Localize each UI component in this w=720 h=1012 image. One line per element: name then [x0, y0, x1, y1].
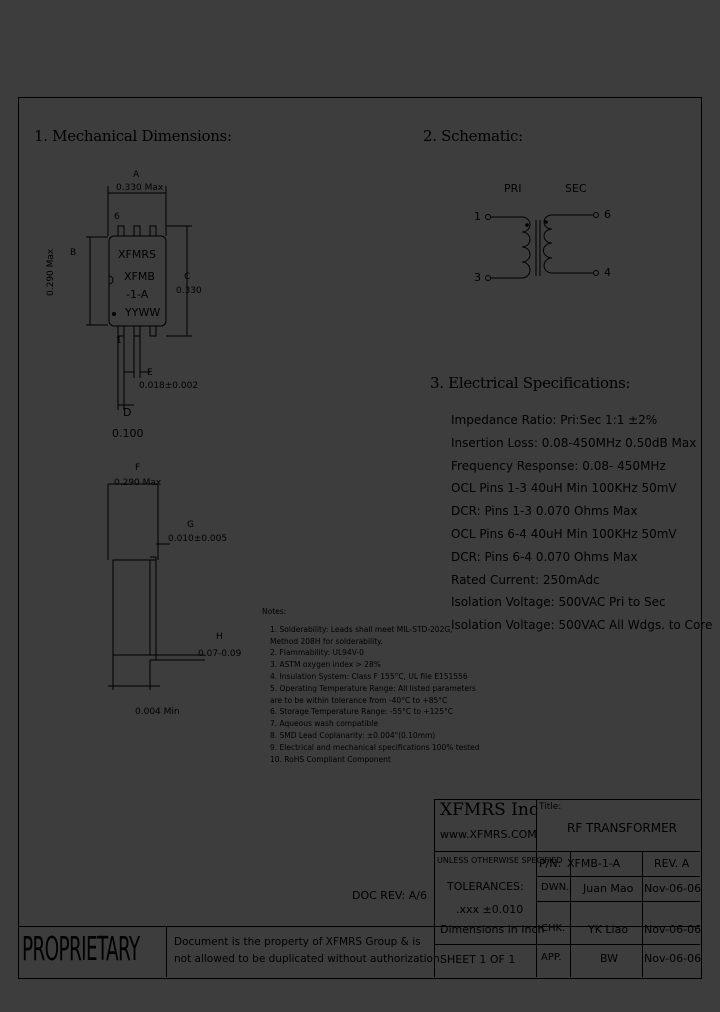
mechanical-heading: 1. Mechanical Dimensions:	[34, 127, 232, 145]
spec-line: OCL Pins 1-3 40uH Min 100KHz 50mV	[451, 481, 677, 496]
dim-e-label: E	[147, 368, 153, 378]
spec-line: DCR: Pins 1-3 0.070 Ohms Max	[451, 504, 638, 519]
electrical-spec-list: Impedance Ratio: Pri:Sec 1:1 ±2% Inserti…	[451, 409, 712, 637]
dim-a-value: 0.330 Max	[116, 183, 164, 193]
dim-b-label: B	[70, 248, 77, 258]
notes-title: Notes:	[262, 607, 287, 616]
spec-line: Isolation Voltage: 500VAC All Wdgs. to C…	[451, 618, 713, 633]
dim-f-label: F	[135, 463, 141, 473]
note-line: 7. Aqueous wash compatible	[270, 719, 378, 729]
dim-d-label: D	[123, 406, 132, 419]
spec-line: Rated Current: 250mAdc	[451, 572, 600, 587]
units-label: Dimensions in Inch	[440, 923, 545, 936]
dim-h-label: H	[216, 632, 223, 642]
tolerances-label: TOLERANCES:	[447, 880, 524, 893]
drawing-title: RF TRANSFORMER	[567, 821, 677, 835]
part-marking-1: XFMB	[124, 270, 155, 283]
spec-line: OCL Pins 6-4 40uH Min 100KHz 50mV	[451, 526, 677, 541]
drawn-date: Nov-06-06	[644, 882, 702, 895]
schematic-pin4: 4	[604, 266, 611, 279]
schematic-pin1: 1	[474, 210, 481, 223]
dwn-label: DWN.	[541, 882, 570, 893]
spec-line: DCR: Pins 6-4 0.070 Ohms Max	[451, 549, 638, 564]
drawing-sheet	[18, 97, 702, 979]
note-line: 6. Storage Temperature Range: -55°C to +…	[270, 707, 453, 717]
title-label: Title:	[539, 802, 562, 812]
revision: REV. A	[654, 857, 690, 870]
dim-a-label: A	[133, 170, 140, 180]
proprietary-statement-2: not allowed to be duplicated without aut…	[174, 953, 443, 965]
spec-line: Impedance Ratio: Pri:Sec 1:1 ±2%	[451, 413, 658, 427]
pn-label: P/N:	[539, 857, 562, 870]
electrical-heading: 3. Electrical Specifications:	[430, 374, 631, 392]
checked-by: YK Liao	[588, 923, 629, 936]
note-line: 3. ASTM oxygen index > 28%	[270, 660, 381, 670]
spec-line: Insertion Loss: 0.08-450MHz 0.50dB Max	[451, 435, 697, 450]
dim-h-value: 0.07-0.09	[198, 649, 242, 659]
spec-line: Isolation Voltage: 500VAC Pri to Sec	[451, 595, 666, 610]
approved-by: BW	[600, 952, 619, 965]
dim-g-label: G	[187, 520, 194, 530]
approved-date: Nov-06-06	[644, 952, 702, 965]
dim-min-value: 0.004 Min	[135, 707, 180, 717]
dim-c-value: 0.330	[176, 286, 202, 296]
dim-e-value: 0.018±0.002	[139, 381, 199, 391]
proprietary-label: PROPRIETARY	[22, 929, 140, 968]
company-website: www.XFMRS.COM	[440, 828, 537, 841]
note-line: 10. RoHS Compliant Component	[270, 754, 391, 764]
dim-c-label: C	[184, 272, 191, 282]
pin1-dot	[112, 312, 116, 316]
company-name: XFMRS Inc	[440, 800, 539, 820]
brand-marking: XFMRS	[118, 248, 156, 261]
dim-d-value: 0.100	[112, 427, 144, 440]
app-label: APP.	[541, 952, 562, 963]
note-line: 9. Electrical and mechanical specificati…	[270, 742, 480, 752]
drawn-by: Juan Mao	[583, 882, 634, 895]
pin1-label: 1	[116, 336, 122, 346]
tolerance-value: .xxx ±0.010	[456, 903, 524, 916]
chk-label: CHK.	[541, 923, 566, 934]
notes-block: Notes: 1. Solderability: Leads shall mee…	[262, 606, 480, 765]
spec-line: Frequency Response: 0.08- 450MHz	[451, 458, 666, 473]
dim-f-value: 0.290 Max	[114, 478, 162, 488]
doc-revision: DOC REV: A/6	[352, 889, 427, 902]
part-marking-2: -1-A	[126, 288, 149, 301]
note-line: 8. SMD Lead Coplanarity: ±0.004"(0.10mm)	[270, 730, 436, 740]
sheet-number: SHEET 1 OF 1	[440, 953, 516, 966]
date-code: YYWW	[125, 306, 161, 319]
schematic-pin3: 3	[474, 271, 481, 284]
note-line: Method 208H for solderability.	[270, 636, 383, 646]
note-line: 4. Insulation System: Class F 155°C, UL …	[270, 671, 468, 681]
schematic-heading: 2. Schematic:	[423, 127, 523, 145]
schematic-pri: PRI	[504, 182, 522, 195]
checked-date: Nov-06-06	[644, 923, 702, 936]
part-number: XFMB-1-A	[567, 857, 621, 870]
note-line: 1. Solderability: Leads shall meet MIL-S…	[270, 624, 453, 634]
unless-specified: UNLESS OTHERWISE SPECIFIED	[437, 856, 563, 865]
proprietary-statement-1: Document is the property of XFMRS Group …	[174, 936, 421, 948]
note-line: are to be within tolerance from -40°C to…	[270, 695, 448, 705]
schematic-pin6: 6	[604, 208, 611, 221]
schematic-sec: SEC	[565, 182, 587, 195]
pin6-label: 6	[114, 212, 120, 222]
note-line: 5. Operating Temperature Range: All list…	[270, 683, 476, 693]
note-line: 2. Flammability: UL94V-0	[270, 648, 364, 658]
dim-g-value: 0.010±0.005	[168, 534, 228, 544]
